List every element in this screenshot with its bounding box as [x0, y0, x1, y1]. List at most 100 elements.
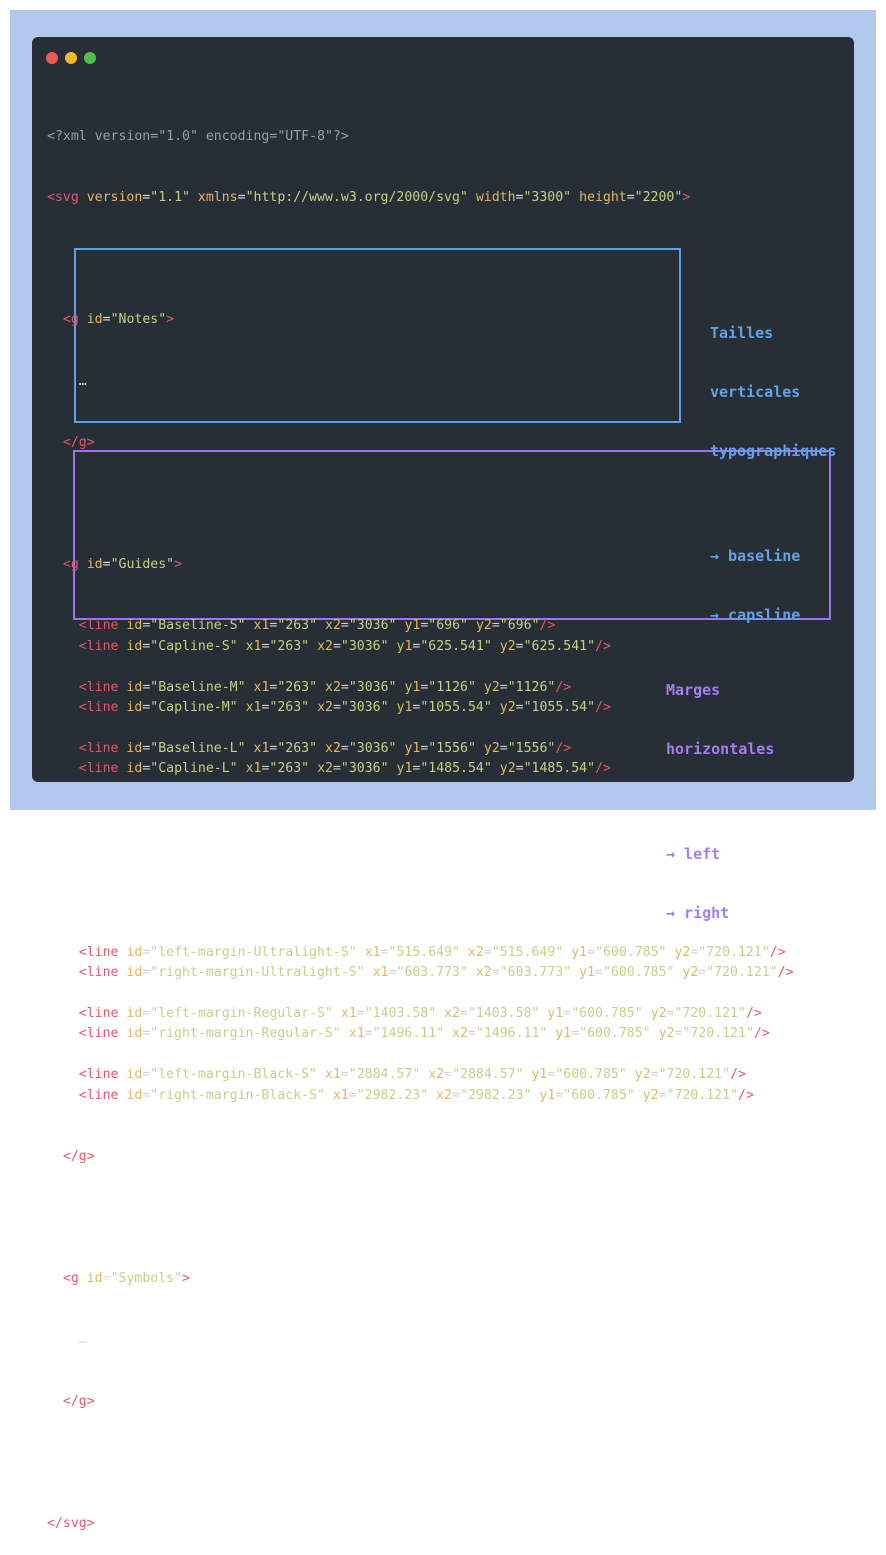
attr-value-x2: "2982.23": [460, 1087, 532, 1103]
attr-value-y1: "1556": [428, 740, 476, 756]
svg-open-tag: <svg: [47, 190, 79, 206]
attr-name: x2: [452, 1026, 468, 1042]
attr-value-x2: "3036": [348, 618, 397, 634]
attr-value-y2: "720.121": [698, 944, 770, 960]
attr-name: y2: [634, 1067, 651, 1083]
g-guides-close-line: </g>: [47, 1147, 794, 1167]
annotation-item-left: → left: [666, 844, 721, 863]
attr-name: id: [126, 1087, 143, 1103]
attr-name: x2: [467, 944, 484, 960]
g-close-tag: </g>: [62, 434, 95, 450]
attr-name: x2: [436, 1087, 453, 1103]
attr-value-y1: "600.785": [595, 944, 667, 960]
attr-value-x2: "3036": [348, 740, 397, 756]
attr-value-id: "Baseline-L": [150, 740, 246, 756]
attr-value-x2: "3036": [348, 679, 397, 695]
line-element-row: <line id="right-margin-Regular-S" x1="14…: [78, 1026, 770, 1042]
g-symbols-close-line: </g>: [47, 1392, 794, 1412]
self-close: />: [595, 700, 611, 715]
attr-name: x2: [428, 1067, 445, 1083]
xml-declaration-line: <?xml version="1.0" encoding="UTF-8"?>: [47, 128, 349, 144]
g-notes-close-line: </g>: [47, 433, 794, 453]
attr-value-y2: "1556": [507, 740, 556, 756]
attr-value-x1: "263": [269, 761, 310, 777]
attr-value-x1: "2884.57": [348, 1067, 421, 1083]
attr-name: id: [126, 679, 143, 695]
attr-name: x2: [317, 700, 333, 715]
ellipsis: …: [78, 373, 87, 389]
guides-lines: <line id="Baseline-S" x1="263" x2="3036"…: [47, 616, 794, 779]
attr-name: x2: [475, 965, 492, 981]
symbols-ellipsis-line: …: [47, 1330, 794, 1350]
line-tag: <line: [78, 638, 119, 654]
attr-name: y1: [396, 700, 413, 715]
attr-name: x1: [372, 965, 389, 981]
line-element-row: <line id="Capline-M" x1="263" x2="3036" …: [78, 700, 611, 715]
xml-decl-open: <?xml: [47, 128, 87, 144]
close-dot-icon[interactable]: [46, 52, 58, 64]
attr-name: x1: [245, 700, 262, 715]
attr-value-x1: "263": [277, 679, 318, 695]
attr-value-id: "Capline-M": [150, 700, 238, 715]
self-close: />: [539, 618, 556, 634]
attr-name: x1: [332, 1087, 349, 1103]
attr-value-y2: "720.121": [658, 1067, 731, 1083]
attr-value-x1: "263": [269, 700, 310, 715]
attr-name: version: [86, 190, 143, 206]
line-tag: <line: [78, 761, 119, 777]
self-close: />: [555, 740, 572, 756]
attr-name: y2: [499, 700, 516, 715]
g-close-tag: </g>: [62, 1148, 95, 1164]
maximize-dot-icon[interactable]: [84, 52, 96, 64]
g-tag: <g: [62, 1271, 79, 1287]
attr-name: id: [86, 312, 103, 328]
attr-value-y1: "600.785": [555, 1067, 627, 1083]
attr-name: id: [86, 1271, 103, 1287]
notes-ellipsis-line: …: [47, 372, 794, 392]
attr-value-id: "Baseline-S": [150, 618, 246, 634]
attr-value-y2: "720.121": [706, 965, 778, 981]
self-close: />: [730, 1067, 746, 1083]
attr-value-id: "right-margin-Black-S": [150, 1087, 325, 1103]
horizontal-margins-annotation: Marges horizontales → left → right: [666, 642, 774, 943]
annotation-title-line: typographiques: [710, 441, 837, 460]
attr-value-id: "Baseline-M": [150, 679, 246, 695]
attr-value-y1: "600.785": [602, 965, 675, 981]
vertical-sizes-annotation: Tailles verticales typographiques → base…: [710, 285, 836, 645]
attr-value-x2: "1496.11": [475, 1026, 548, 1042]
attr-name: id: [126, 761, 143, 777]
window-controls: [46, 52, 96, 64]
attr-value-x2: "1403.58": [467, 1005, 540, 1021]
g-symbols-id: "Symbols": [110, 1271, 183, 1287]
line-element-row: <line id="Baseline-M" x1="263" x2="3036"…: [78, 679, 572, 695]
line-element-row: <line id="right-margin-Ultralight-S" x1=…: [78, 965, 794, 981]
g-close-tag: </g>: [62, 1393, 95, 1409]
attr-value-x1: "263": [269, 638, 310, 654]
g-symbols-open-line: <g id="Symbols">: [62, 1271, 190, 1287]
attr-value-y2: "1126": [507, 679, 556, 695]
attr-value-id: "Capline-L": [150, 761, 238, 777]
self-close: />: [745, 1005, 762, 1021]
attr-name: x2: [325, 740, 341, 756]
attr-value-x1: "2982.23": [356, 1087, 429, 1103]
attr-value-id: "right-margin-Regular-S": [150, 1026, 341, 1042]
self-close: />: [595, 761, 611, 777]
attr-name: y2: [682, 965, 699, 981]
attr-name: x2: [444, 1005, 460, 1021]
attr-name: id: [126, 965, 143, 981]
attr-name: y1: [396, 761, 413, 777]
attr-value-x2: "3036": [340, 638, 389, 654]
attr-value: "2200": [634, 190, 683, 206]
line-element-row: <line id="Capline-S" x1="263" x2="3036" …: [78, 638, 611, 654]
tag-end: >: [166, 312, 175, 328]
minimize-dot-icon[interactable]: [65, 52, 77, 64]
attr-name: y2: [483, 740, 500, 756]
attr-name: y1: [539, 1087, 556, 1103]
ellipsis: …: [78, 1332, 87, 1348]
attr-value: "3300": [523, 190, 572, 206]
attr-name: x2: [325, 618, 341, 634]
attr-value-y1: "1126": [428, 679, 476, 695]
attr-name: y2: [674, 944, 691, 960]
xml-encoding-value: "UTF-8": [277, 128, 333, 144]
attr-value-y1: "696": [428, 618, 468, 634]
